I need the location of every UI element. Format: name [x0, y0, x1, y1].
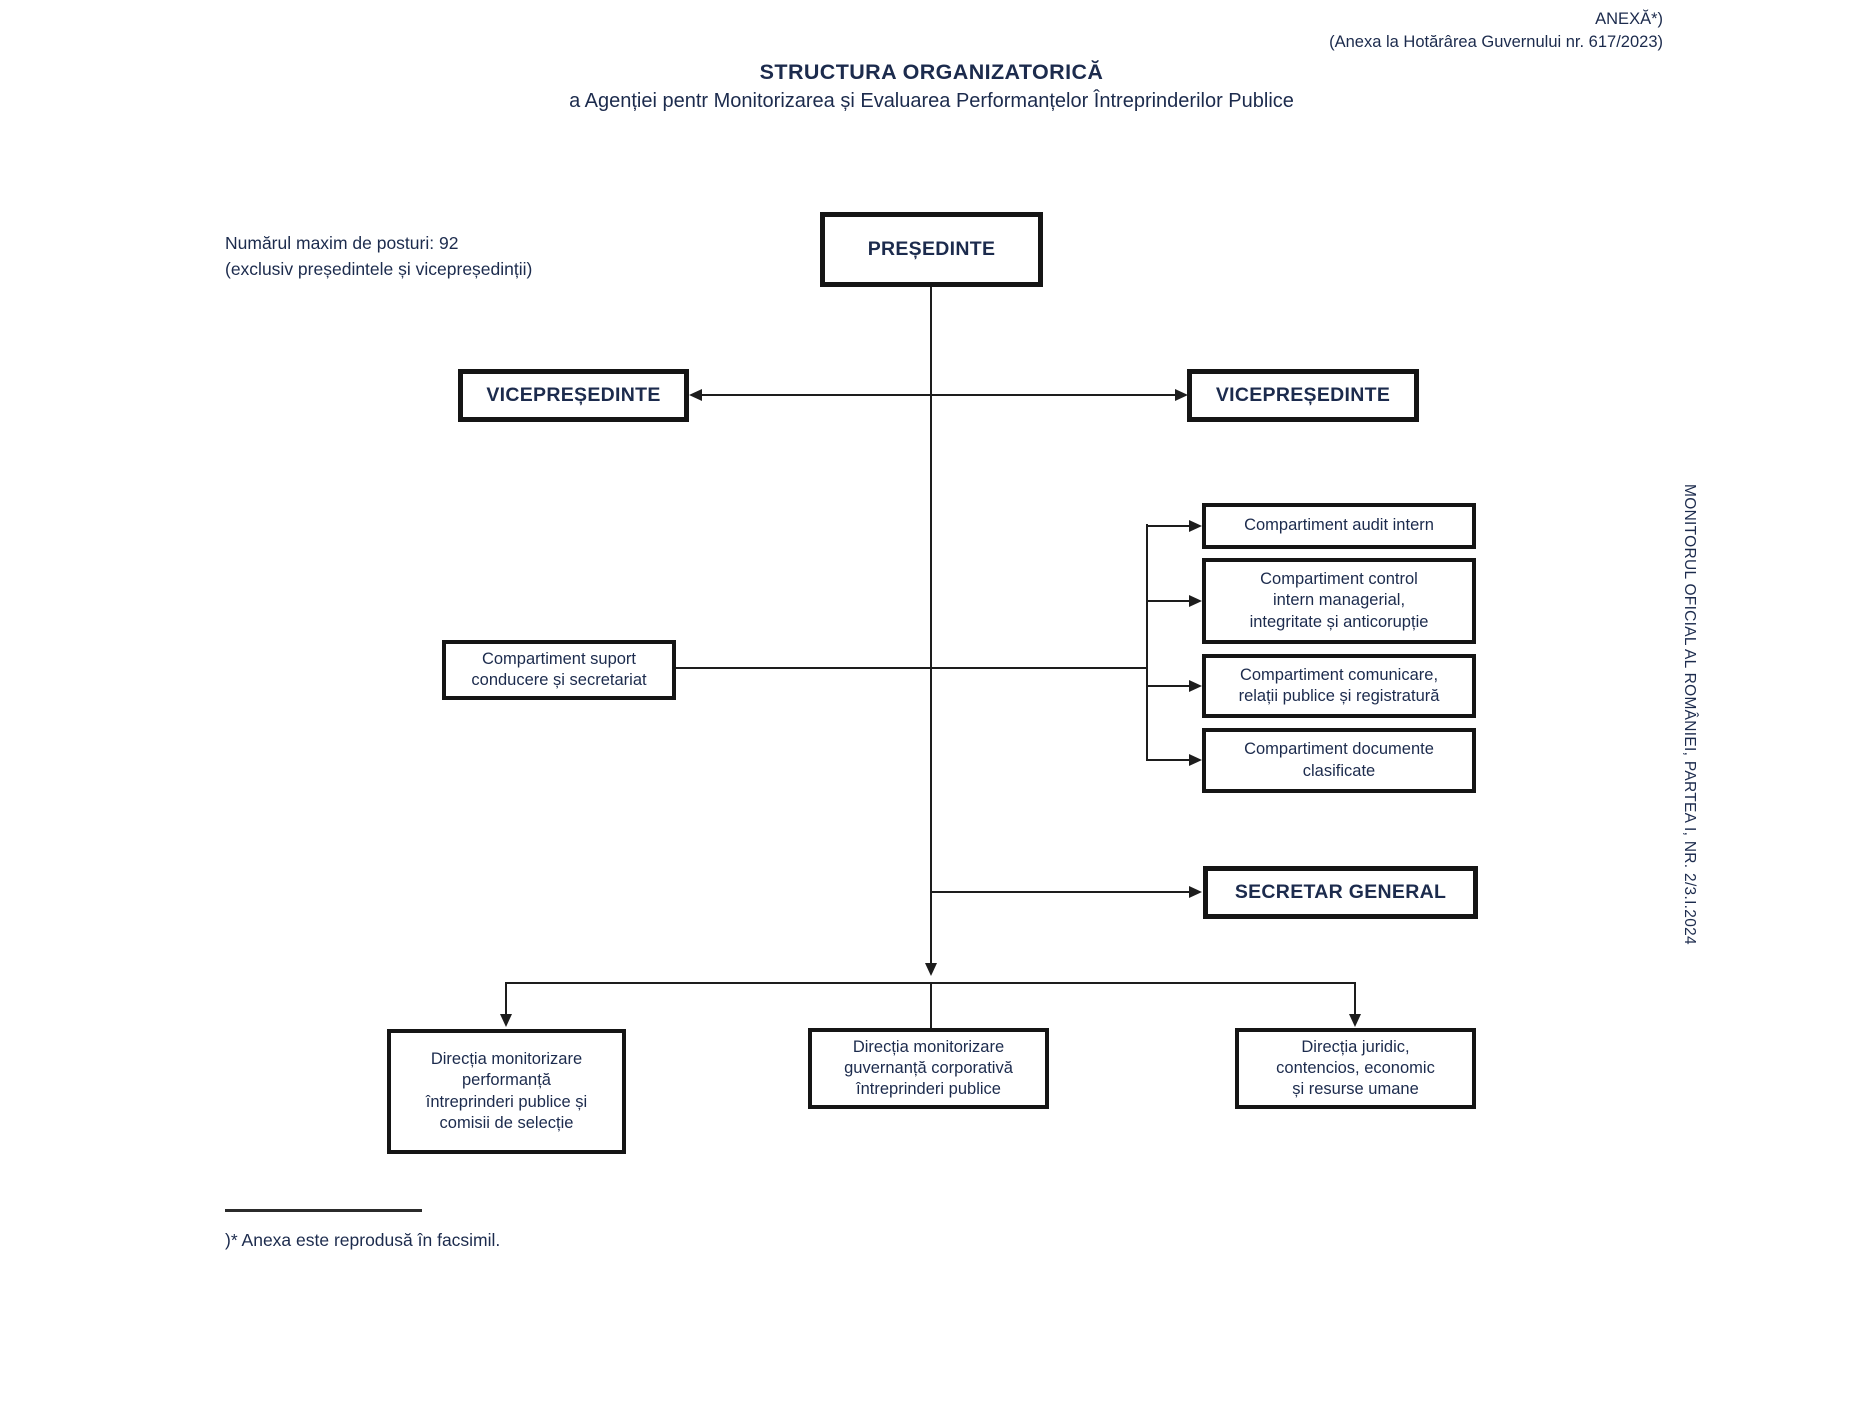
compartment-audit-box: Compartiment audit intern	[1202, 503, 1476, 549]
footnote-rule	[225, 1209, 422, 1212]
annex-block: ANEXĂ*) (Anexa la Hotărârea Guvernului n…	[1329, 8, 1663, 54]
compartment-documents-box: Compartiment documente clasificate	[1202, 728, 1476, 793]
compartment-communication-box: Compartiment comunicare, relații publice…	[1202, 654, 1476, 718]
arrow-right-icon	[1189, 595, 1202, 607]
president-box: PREȘEDINTE	[820, 212, 1043, 287]
secretary-line	[931, 891, 1189, 894]
left-drop-line	[505, 982, 508, 1015]
vicepresident-right-box: VICEPREȘEDINTE	[1187, 369, 1419, 422]
trunk-line	[930, 286, 933, 964]
vicepresident-left-box: VICEPREȘEDINTE	[458, 369, 689, 422]
arrow-down-icon	[925, 963, 937, 976]
compartment-line-4	[1146, 759, 1189, 762]
arrow-right-icon	[1189, 886, 1202, 898]
arrow-right-icon	[1189, 754, 1202, 766]
arrow-left-icon	[689, 389, 702, 401]
page-title: STRUCTURA ORGANIZATORICĂ	[759, 60, 1104, 84]
directorate-governance-box: Direcția monitorizare guvernanță corpora…	[808, 1028, 1049, 1109]
support-line	[676, 667, 1148, 670]
compartment-line-1	[1146, 525, 1189, 528]
annex-label: ANEXĂ*)	[1595, 10, 1663, 28]
compartment-line-2	[1146, 600, 1189, 603]
compartment-line-3	[1146, 685, 1189, 688]
journal-caption: MONITORUL OFICIAL AL ROMÂNIEI, PARTEA I,…	[1681, 484, 1698, 945]
footnote-text: )* Anexa este reprodusă în facsimil.	[225, 1230, 501, 1250]
vicepresidents-line	[701, 394, 1175, 397]
directorate-performance-box: Direcția monitorizare performanță întrep…	[387, 1029, 626, 1154]
middle-drop-line	[930, 982, 933, 1028]
right-drop-line	[1354, 982, 1357, 1015]
arrow-right-icon	[1189, 680, 1202, 692]
compartment-control-box: Compartiment control intern managerial, …	[1202, 558, 1476, 644]
support-unit-box: Compartiment suport conducere și secreta…	[442, 640, 676, 700]
annex-reference: (Anexa la Hotărârea Guvernului nr. 617/2…	[1329, 33, 1663, 52]
compartments-branch-line	[1146, 524, 1149, 760]
directorate-legal-box: Direcția juridic, contencios, economic ș…	[1235, 1028, 1476, 1109]
arrow-down-icon	[500, 1014, 512, 1027]
arrow-down-icon	[1349, 1014, 1361, 1027]
max-posts-note: Numărul maxim de posturi: 92 (exclusiv p…	[225, 233, 533, 280]
secretary-general-box: SECRETAR GENERAL	[1203, 866, 1478, 919]
arrow-right-icon	[1175, 389, 1188, 401]
page-subtitle: a Agenției pentr Monitorizarea și Evalua…	[569, 90, 1294, 112]
arrow-right-icon	[1189, 520, 1202, 532]
